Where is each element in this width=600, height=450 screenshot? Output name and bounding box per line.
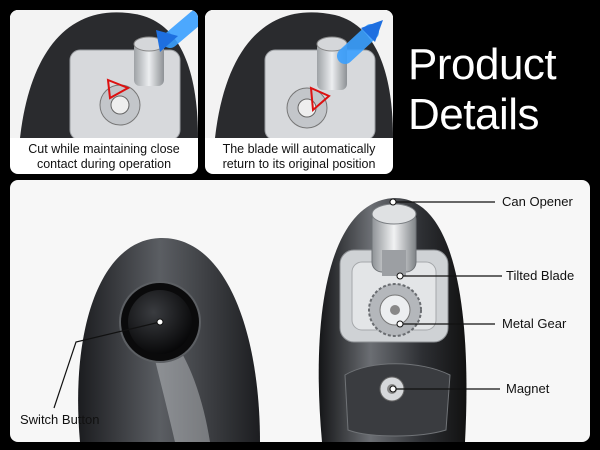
callout-lines: [53, 201, 502, 409]
metal-gear-part: [368, 283, 422, 337]
label-tilted-blade: Tilted Blade: [506, 268, 575, 283]
step-1-card: Cut while maintaining close contact duri…: [10, 10, 198, 174]
label-switch-button: Switch Button: [20, 412, 100, 427]
label-can-opener: Can Opener: [502, 194, 573, 209]
detail-panel: Can Opener Tilted Blade Metal Gear Magne…: [10, 180, 590, 442]
tilted-blade-part: [371, 203, 417, 276]
step-2-card: The blade will automatically return to i…: [205, 10, 393, 174]
label-magnet: Magnet: [506, 381, 550, 396]
step-2-caption-line-2: return to its original position: [222, 157, 376, 171]
page-title: Product Details: [408, 40, 557, 140]
page-title-line-2: Details: [408, 90, 540, 139]
step-2-caption-line-1: The blade will automatically: [222, 142, 376, 156]
arrow-out-icon: [337, 20, 383, 64]
magnet-part: [344, 363, 451, 437]
step-1-caption: Cut while maintaining close contact duri…: [10, 140, 198, 174]
page-title-line-1: Product: [408, 40, 557, 89]
label-metal-gear: Metal Gear: [502, 316, 567, 331]
arrow-in-icon: [156, 10, 198, 52]
step-2-caption: The blade will automatically return to i…: [205, 140, 393, 174]
step-1-caption-line-1: Cut while maintaining close: [28, 142, 180, 156]
product-illustration: [53, 198, 502, 442]
step-2-image: [205, 10, 393, 138]
step-1-caption-line-2: contact during operation: [36, 157, 172, 171]
callout-dots: [156, 198, 404, 393]
step-1-image: [10, 10, 198, 138]
